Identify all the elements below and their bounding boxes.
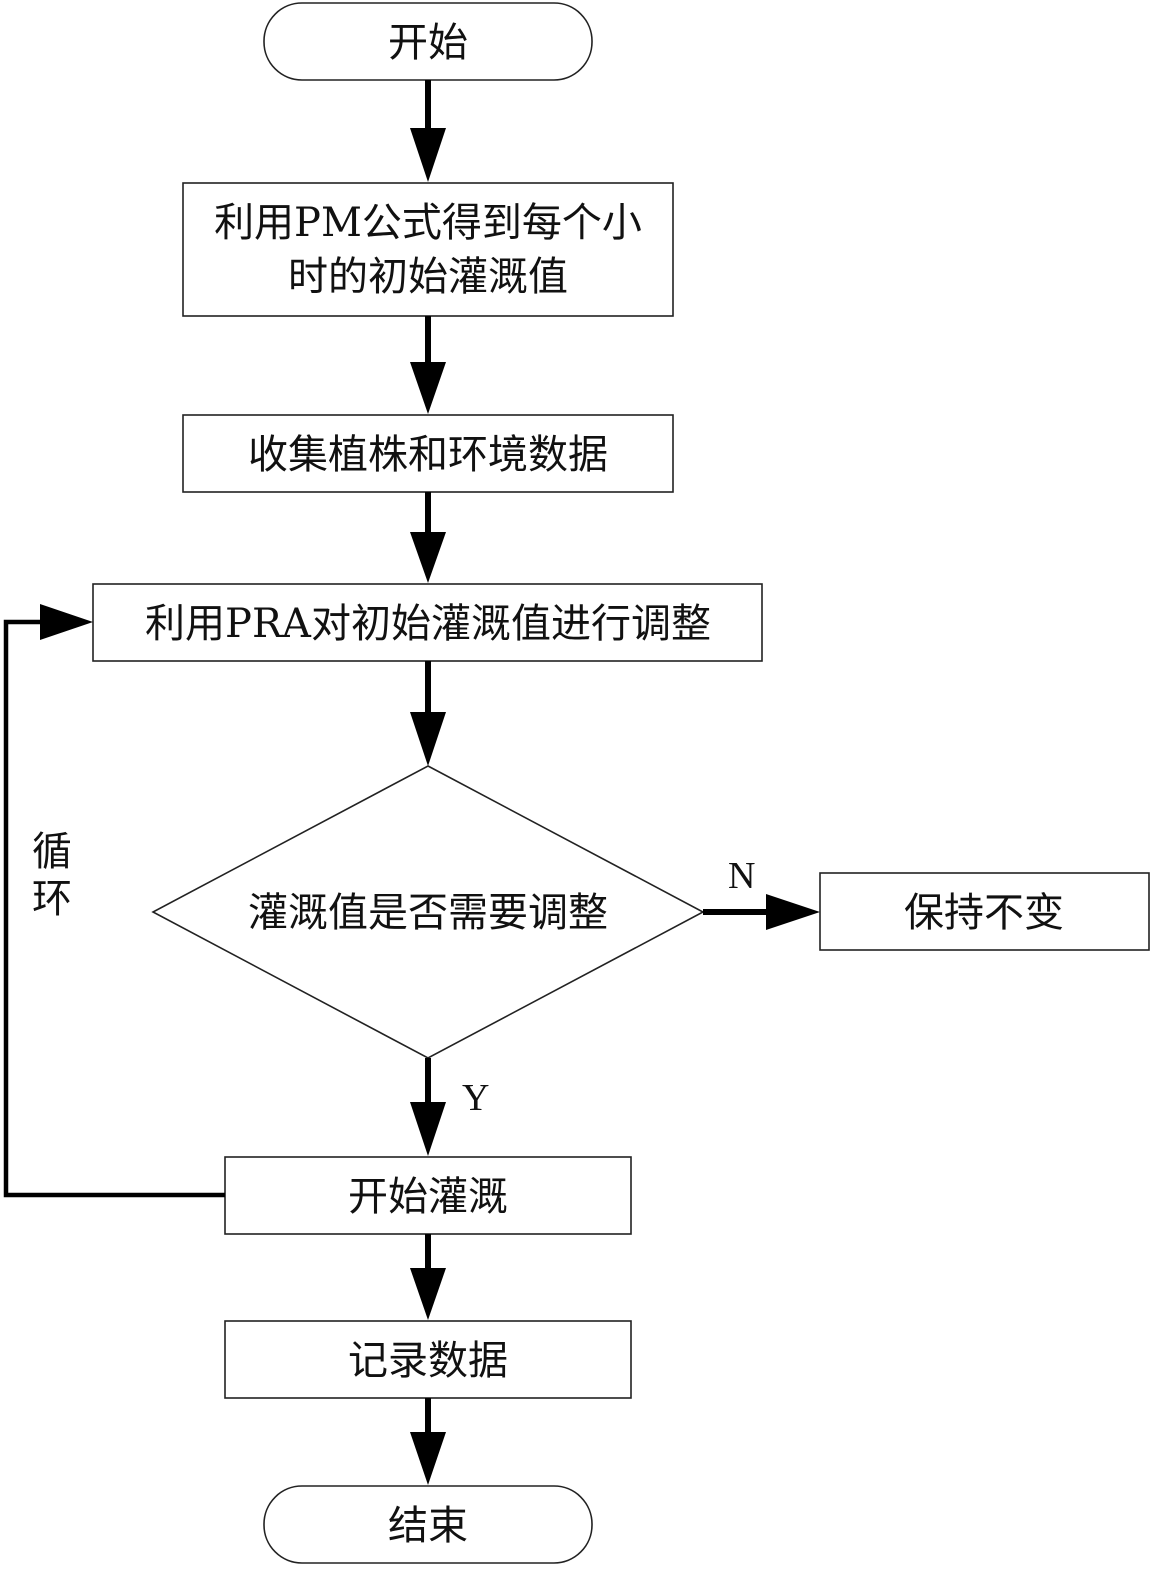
yes-label: Y [462,1077,489,1119]
decision-node: 灌溉值是否需要调整 [151,765,705,1059]
step-keep-unchanged-label: 保持不变 [904,890,1064,936]
start-node: 开始 [263,2,593,81]
arrow-step3-to-decision [410,661,446,766]
step-collect-data: 收集植株和环境数据 [182,414,674,493]
arrow-start-to-step1 [410,80,446,182]
arrow-decision-no: N [703,855,820,930]
arrow-irrigate-to-record [410,1234,446,1320]
start-label: 开始 [388,20,468,66]
step-record-data-label: 记录数据 [348,1338,508,1384]
step-pm-formula-line1: 利用PM公式得到每个小 [214,200,642,246]
step-pm-formula: 利用PM公式得到每个小 时的初始灌溉值 [182,182,674,317]
step-pra-adjust: 利用PRA对初始灌溉值进行调整 [92,583,763,662]
step-record-data: 记录数据 [224,1320,632,1399]
end-node: 结束 [263,1485,593,1564]
no-label: N [728,855,755,897]
loop-label-char2: 环 [32,876,72,922]
arrow-step2-to-step3 [410,492,446,583]
step-collect-data-label: 收集植株和环境数据 [248,432,608,478]
arrow-decision-yes: Y [410,1058,489,1156]
step-start-irrigation: 开始灌溉 [224,1156,632,1235]
arrow-record-to-end [410,1398,446,1485]
step-pm-formula-line2: 时的初始灌溉值 [288,254,568,300]
loop-label-char1: 循 [32,829,72,875]
arrow-step1-to-step2 [410,316,446,414]
decision-label: 灌溉值是否需要调整 [248,890,608,936]
loop-back-arrow: 循 环 [3,604,225,1198]
end-label: 结束 [388,1503,468,1549]
step-start-irrigation-label: 开始灌溉 [348,1174,508,1220]
step-keep-unchanged: 保持不变 [819,872,1150,951]
step-pra-adjust-label: 利用PRA对初始灌溉值进行调整 [145,601,711,647]
